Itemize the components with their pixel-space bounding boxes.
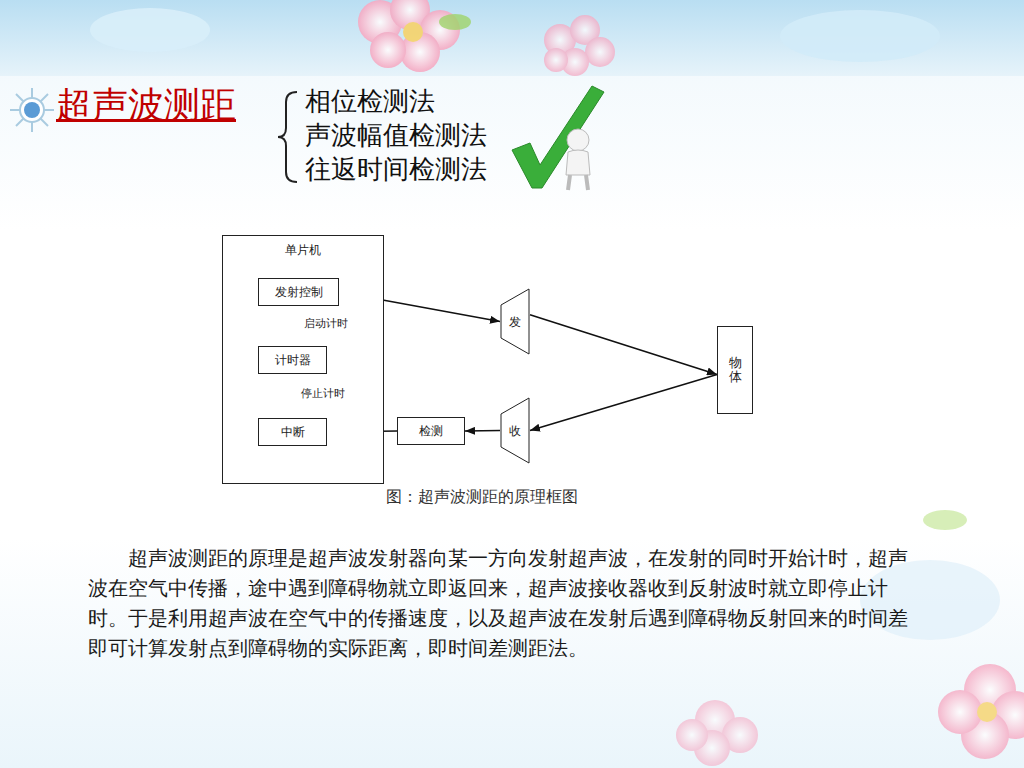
flower <box>676 700 758 766</box>
figure-caption: 图：超声波测距的原理框图 <box>386 486 578 508</box>
speaker-shape <box>501 398 529 463</box>
sun-icon <box>10 88 54 132</box>
leaf <box>923 510 967 530</box>
transmitter-box: 发 <box>500 288 530 355</box>
leaf <box>439 14 471 30</box>
node-label: 发 <box>509 315 521 329</box>
object-box: 物体 <box>717 326 753 414</box>
node-label: 中断 <box>281 425 305 439</box>
mcu-box: 单片机发射控制计时器中断 <box>222 235 384 484</box>
method-item: 相位检测法 <box>305 85 435 117</box>
bracket <box>278 92 297 182</box>
cloud <box>90 8 210 52</box>
process-box: 发射控制 <box>258 278 339 306</box>
slide-title: 超声波测距 <box>56 82 236 128</box>
node-label: 物体 <box>729 356 742 385</box>
top-band <box>0 0 1024 76</box>
node-label: 发射控制 <box>275 285 323 299</box>
body-paragraph: 超声波测距的原理是超声波发射器向某一方向发射超声波，在发射的同时开始计时，超声波… <box>88 543 918 663</box>
flower <box>358 0 460 72</box>
method-item: 往返时间检测法 <box>305 153 487 185</box>
flower <box>938 664 1024 759</box>
cloud <box>780 10 940 62</box>
edge-label: 停止计时 <box>301 387 345 401</box>
connector-arrow <box>530 374 717 430</box>
connector-arrow <box>530 315 717 375</box>
process-box: 计时器 <box>258 346 327 374</box>
checkmark-figure <box>512 86 604 190</box>
node-label: 计时器 <box>275 353 311 367</box>
process-box: 检测 <box>397 417 465 445</box>
flower <box>544 15 615 76</box>
receiver-box: 收 <box>500 397 530 464</box>
node-label: 检测 <box>419 424 443 438</box>
node-label: 单片机 <box>285 243 321 257</box>
connector-arrow <box>465 430 500 432</box>
process-box: 中断 <box>258 418 327 446</box>
method-item: 声波幅值检测法 <box>305 119 487 151</box>
edge-label: 启动计时 <box>304 317 348 331</box>
speaker-shape <box>501 289 529 354</box>
node-label: 收 <box>509 424 521 438</box>
